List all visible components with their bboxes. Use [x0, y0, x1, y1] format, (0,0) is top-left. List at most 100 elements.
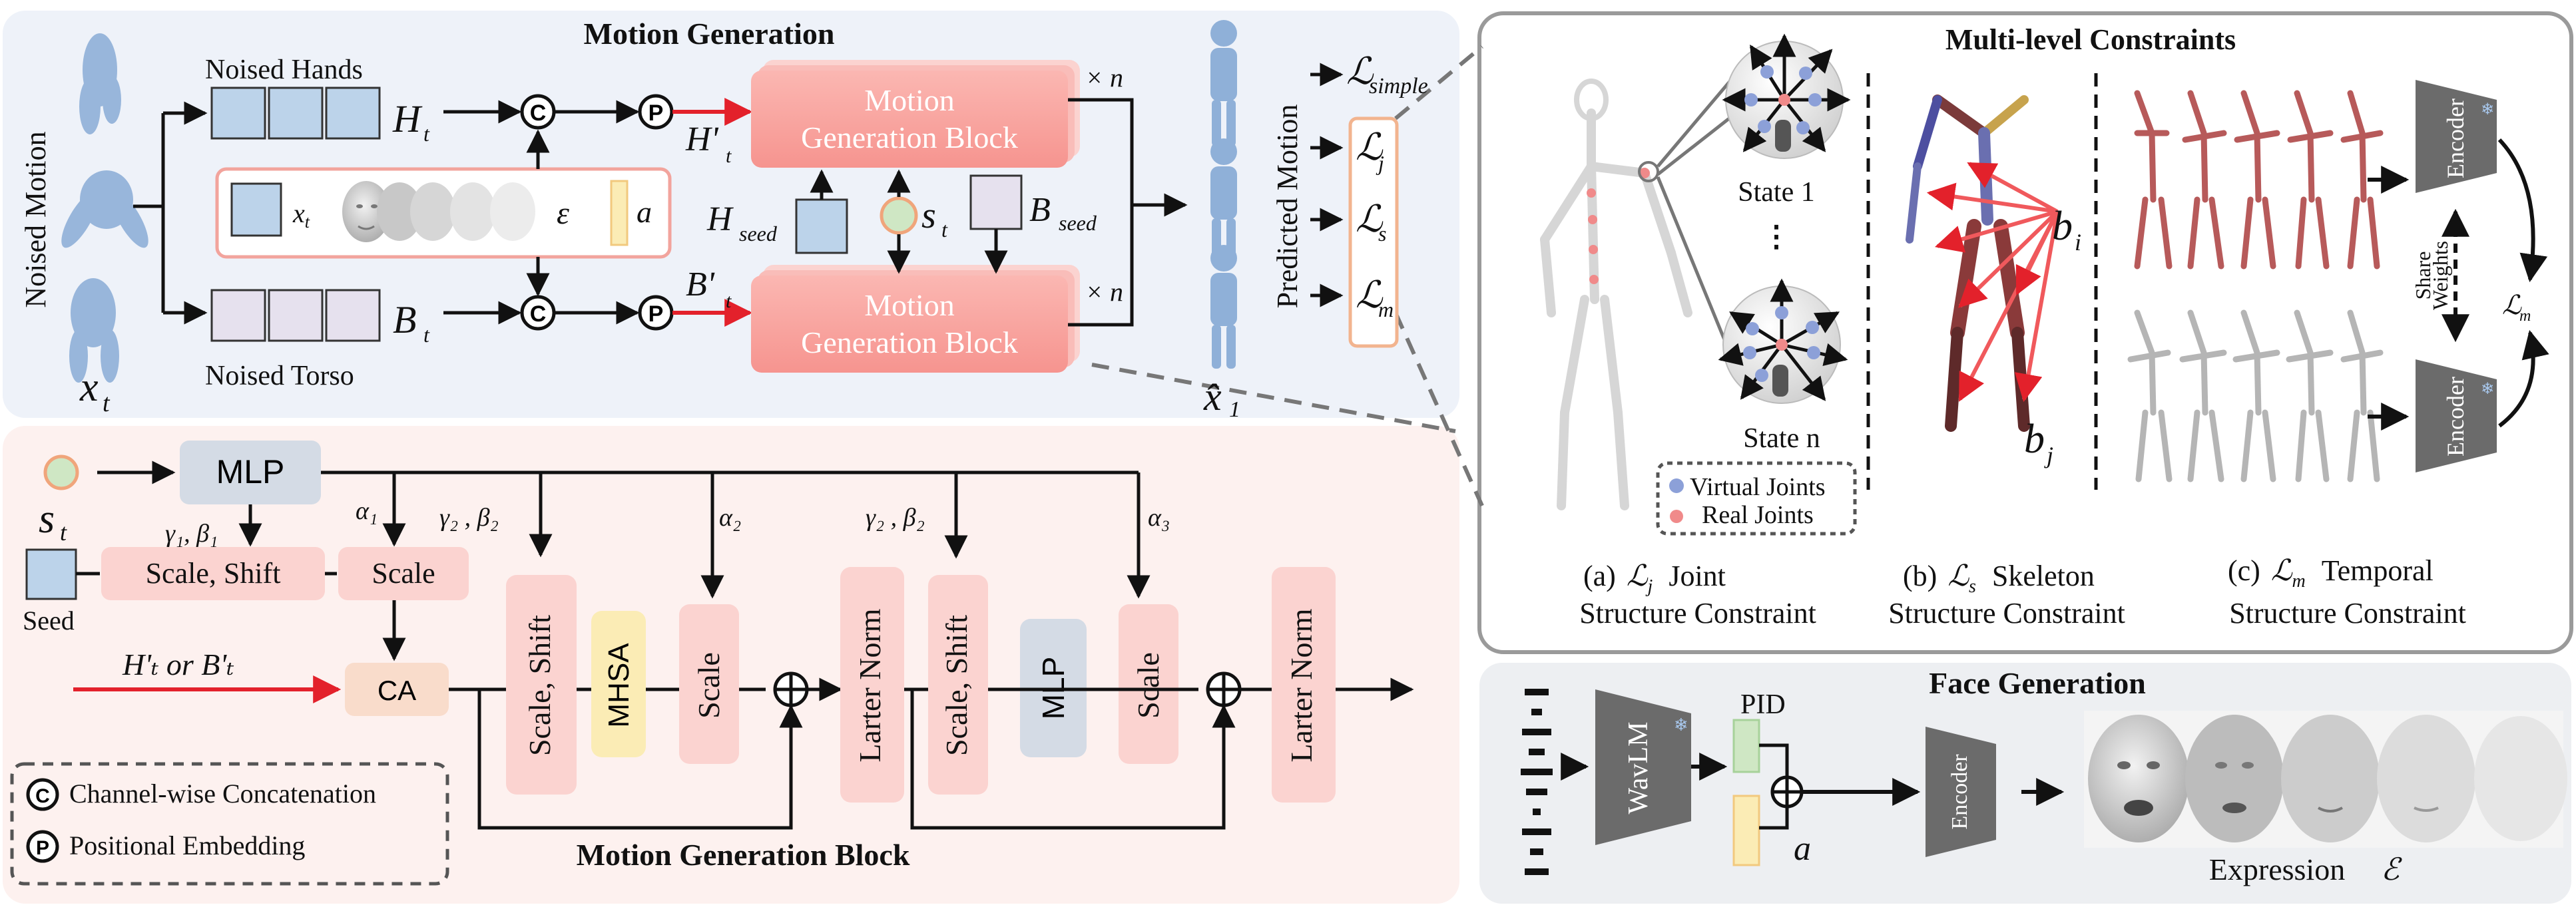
- svg-text:B': B': [686, 266, 715, 303]
- wavlm-encoder: WavLM ❄: [1595, 689, 1691, 845]
- loss-simple: ℒ simple: [1346, 51, 1428, 98]
- svg-text:j: j: [2044, 442, 2053, 468]
- svg-text:1: 1: [1229, 397, 1240, 422]
- seed-label: Seed: [23, 606, 75, 635]
- detail-mlp-label: MLP: [216, 453, 285, 490]
- motion-generation-block-top: Motion Generation Block: [751, 60, 1080, 168]
- block-layer-norm-2: Larter Norm: [1272, 567, 1336, 803]
- svg-text:t: t: [726, 145, 732, 167]
- detail-input-label: H'ₜ or B'ₜ: [122, 647, 234, 681]
- loss-j: ℒ j: [1356, 127, 1384, 175]
- svg-text:ℰ: ℰ: [2381, 852, 2402, 886]
- svg-text:s: s: [921, 195, 936, 236]
- block-scale-shift-2: Scale, Shift: [928, 575, 988, 795]
- state-ellipsis: ⋮: [1762, 220, 1791, 253]
- seed-scale-shift-box: [101, 547, 325, 600]
- svg-text:Encoder: Encoder: [1947, 754, 1972, 830]
- svg-text:m: m: [2519, 307, 2531, 325]
- svg-text:H': H': [685, 120, 719, 158]
- pid-bar: [1732, 719, 1760, 773]
- x-hat-label: x̂ 1: [1203, 375, 1240, 422]
- svg-text:C: C: [530, 301, 547, 327]
- temporal-skeletons-top: [2134, 90, 2384, 270]
- pos-embed-symbol-bottom: P: [638, 295, 674, 331]
- block-detail-title: Motion Generation Block: [577, 838, 910, 872]
- b-prime-label: B' t: [686, 266, 732, 312]
- face-a-label: a: [1794, 830, 1811, 868]
- svg-text:t: t: [423, 122, 430, 146]
- svg-text:t: t: [423, 323, 430, 347]
- svg-text:t: t: [103, 389, 111, 417]
- seed-scale-shift-label: Scale, Shift: [146, 557, 281, 590]
- loss-box: [1348, 116, 1399, 348]
- h-seed-label: H seed: [706, 200, 778, 246]
- svg-text:Channel-wise Concatenation: Channel-wise Concatenation: [69, 779, 376, 809]
- svg-text:H: H: [706, 200, 734, 238]
- svg-text:❄: ❄: [2481, 100, 2494, 118]
- svg-text:Encoder: Encoder: [2442, 98, 2469, 178]
- temporal-encoder-top: Encoder ❄: [2416, 80, 2497, 193]
- multi-level-title: Multi-level Constraints: [1945, 23, 2236, 56]
- svg-text:ℒ: ℒ: [1346, 51, 1374, 92]
- b-t-label: B t: [393, 298, 430, 347]
- svg-text:ℒ: ℒ: [2502, 290, 2522, 320]
- share-weights-label: Share: [2411, 252, 2435, 300]
- alpha1-label: α₁: [356, 497, 378, 525]
- joint-zoom-source: [1638, 161, 1659, 182]
- svg-text:Structure Constraint: Structure Constraint: [1579, 597, 1816, 630]
- detail-mlp-box: [180, 441, 321, 504]
- svg-text:❄: ❄: [1674, 715, 1688, 735]
- svg-text:P: P: [648, 301, 664, 327]
- gamma2-beta2-label-b: γ₂ , β₂: [866, 504, 925, 532]
- svg-text:Scale, Shift: Scale, Shift: [939, 615, 973, 756]
- gamma1-beta1-label: γ₁, β₁: [165, 520, 218, 548]
- block-mhsa: MHSA: [591, 611, 646, 757]
- svg-text:ℒ: ℒ: [1356, 199, 1384, 240]
- concat-symbol-bottom: C: [520, 295, 556, 331]
- expression-faces: [2084, 711, 2567, 848]
- svg-text:Predicted Motion: Predicted Motion: [1271, 104, 1304, 309]
- b-i-label: b i: [2052, 204, 2081, 256]
- noised-motion-label: Noised Motion: [19, 131, 52, 307]
- temporal-loss-arrow-bottom: [2498, 329, 2549, 428]
- svg-text:Structure Constraint: Structure Constraint: [2229, 597, 2466, 630]
- svg-text:Positional Embedding: Positional Embedding: [69, 830, 305, 860]
- state1-label: State 1: [1738, 177, 1814, 208]
- alpha2-label: α₂: [719, 504, 741, 532]
- svg-text:C: C: [530, 100, 547, 126]
- svg-text:P: P: [36, 837, 49, 859]
- block-scale-2: Scale: [1119, 604, 1178, 764]
- svg-text:s: s: [1378, 222, 1386, 246]
- s-t-label: s t: [921, 195, 948, 242]
- pos-embed-symbol-top: P: [638, 94, 674, 130]
- temporal-lm-label: ℒ m: [2502, 290, 2531, 325]
- svg-text:simple: simple: [1369, 74, 1428, 98]
- svg-text:Larter Norm: Larter Norm: [853, 608, 887, 762]
- seed-square: [25, 548, 77, 600]
- symbol-legend: C Channel-wise Concatenation P Positiona…: [10, 762, 449, 886]
- audio-waveform-icon: [1521, 689, 1553, 875]
- h-prime-label: H' t: [685, 120, 732, 167]
- share-weights-label-2: Weights: [2428, 241, 2452, 310]
- svg-text:Real Joints: Real Joints: [1702, 501, 1814, 529]
- svg-text:j: j: [1376, 151, 1384, 175]
- svg-text:❄: ❄: [2481, 380, 2494, 398]
- noised-hands-squares: [210, 87, 381, 140]
- alpha3-label: α₃: [1148, 504, 1170, 532]
- svg-text:Noised Motion: Noised Motion: [19, 131, 52, 307]
- svg-text:t: t: [726, 290, 732, 312]
- noised-torso-squares: [210, 289, 381, 342]
- svg-text:m: m: [1378, 297, 1394, 321]
- svg-text:Scale: Scale: [1131, 652, 1165, 719]
- face-add-symbol: [1770, 775, 1804, 809]
- face-generation-title: Face Generation: [1929, 666, 2146, 700]
- svg-text:MHSA: MHSA: [603, 643, 635, 728]
- svg-text:B: B: [1029, 191, 1051, 229]
- concat-symbol-top: C: [520, 94, 556, 130]
- svg-text:Virtual Joints: Virtual Joints: [1690, 473, 1826, 501]
- staten-sphere: [1718, 278, 1848, 404]
